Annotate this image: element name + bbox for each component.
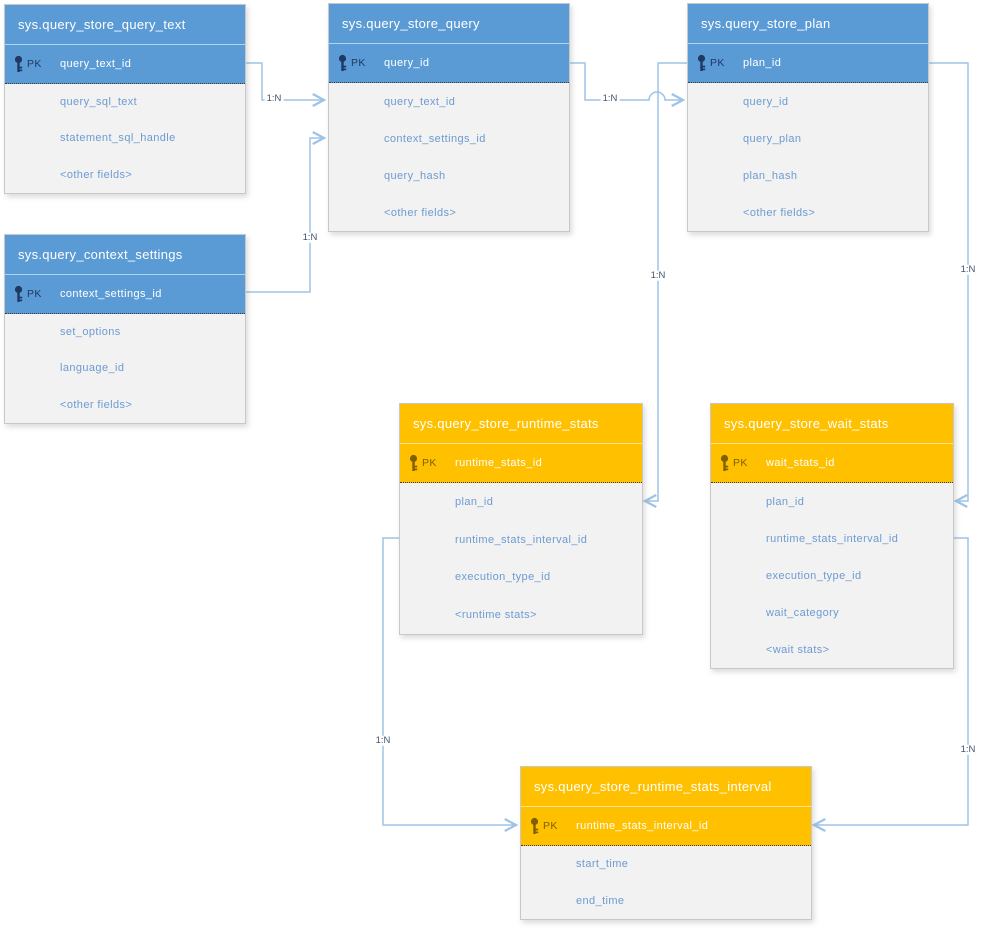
pk-field-name: runtime_stats_interval_id: [576, 820, 709, 832]
field-row: context_settings_id: [384, 132, 486, 145]
field-row: statement_sql_handle: [60, 132, 176, 145]
field-row: plan_id: [455, 495, 494, 508]
connector-context-query: [244, 138, 324, 293]
primary-key-icon: [696, 54, 708, 72]
field-row: plan_id: [766, 495, 805, 508]
field-row: query_text_id: [384, 95, 456, 108]
field-row: language_id: [60, 362, 125, 375]
primary-key-icon: [529, 817, 541, 835]
pk-label: PK: [351, 57, 366, 69]
table-query-store-runtime-stats-interval: sys.query_store_runtime_stats_interval P…: [520, 766, 812, 920]
field-row: runtime_stats_interval_id: [766, 532, 899, 545]
pk-row: PK runtime_stats_interval_id: [521, 806, 811, 846]
table-body: plan_id runtime_stats_interval_id execut…: [400, 483, 642, 634]
field-row: <other fields>: [384, 206, 457, 219]
field-row: runtime_stats_interval_id: [455, 533, 588, 546]
table-body: query_sql_text statement_sql_handle <oth…: [5, 84, 245, 193]
table-query-store-plan: sys.query_store_plan PK plan_id query_id…: [687, 3, 929, 232]
field-row: end_time: [576, 894, 625, 907]
field-row: set_options: [60, 326, 121, 339]
connector-query-plan: [568, 62, 683, 100]
field-row: <other fields>: [743, 206, 816, 219]
table-body: query_text_id context_settings_id query_…: [329, 83, 569, 231]
pk-label: PK: [710, 57, 725, 69]
field-row: wait_category: [766, 606, 840, 619]
field-row: plan_hash: [743, 169, 798, 182]
pk-label: PK: [27, 58, 42, 70]
pk-label: PK: [422, 457, 437, 469]
pk-row: PK wait_stats_id: [711, 443, 953, 483]
table-title: sys.query_store_wait_stats: [711, 404, 953, 443]
pk-label: PK: [733, 457, 748, 469]
field-row: <other fields>: [60, 398, 133, 411]
pk-field-name: query_text_id: [60, 58, 132, 70]
table-title: sys.query_context_settings: [5, 235, 245, 274]
table-query-store-wait-stats: sys.query_store_wait_stats PK wait_stats…: [710, 403, 954, 669]
table-body: query_id query_plan plan_hash <other fie…: [688, 83, 928, 231]
table-query-store-query-text: sys.query_store_query_text PK query_text…: [4, 4, 246, 194]
table-title: sys.query_store_plan: [688, 4, 928, 43]
table-title: sys.query_store_query_text: [5, 5, 245, 44]
field-row: <runtime stats>: [455, 609, 537, 622]
table-title: sys.query_store_runtime_stats: [400, 404, 642, 443]
primary-key-icon: [719, 454, 731, 472]
pk-row: PK query_id: [329, 43, 569, 83]
table-body: start_time end_time: [521, 846, 811, 919]
pk-field-name: context_settings_id: [60, 288, 162, 300]
field-row: execution_type_id: [455, 571, 551, 584]
cardinality-label: 1:N: [264, 92, 284, 105]
pk-field-name: runtime_stats_id: [455, 457, 543, 469]
pk-row: PK plan_id: [688, 43, 928, 83]
pk-field-name: plan_id: [743, 57, 782, 69]
connector-plan-runtimestats: [645, 62, 687, 501]
pk-label: PK: [543, 820, 558, 832]
primary-key-icon: [408, 454, 420, 472]
cardinality-label: 1:N: [373, 734, 393, 747]
connector-querytext-query: [244, 62, 324, 100]
primary-key-icon: [337, 54, 349, 72]
pk-row: PK query_text_id: [5, 44, 245, 84]
cardinality-label: 1:N: [958, 263, 978, 276]
field-row: query_plan: [743, 132, 802, 145]
cardinality-label: 1:N: [958, 743, 978, 756]
field-row: start_time: [576, 858, 629, 871]
pk-row: PK runtime_stats_id: [400, 443, 642, 483]
cardinality-label: 1:N: [648, 269, 668, 282]
cardinality-label: 1:N: [600, 92, 620, 105]
pk-label: PK: [27, 288, 42, 300]
primary-key-icon: [13, 285, 25, 303]
field-row: query_sql_text: [60, 96, 138, 109]
table-title: sys.query_store_query: [329, 4, 569, 43]
field-row: query_id: [743, 95, 789, 108]
table-query-context-settings: sys.query_context_settings PK context_se…: [4, 234, 246, 424]
table-query-store-runtime-stats: sys.query_store_runtime_stats PK runtime…: [399, 403, 643, 635]
primary-key-icon: [13, 55, 25, 73]
table-body: plan_id runtime_stats_interval_id execut…: [711, 483, 953, 668]
field-row: <wait stats>: [766, 643, 830, 656]
pk-row: PK context_settings_id: [5, 274, 245, 314]
table-body: set_options language_id <other fields>: [5, 314, 245, 423]
cardinality-label: 1:N: [300, 231, 320, 244]
table-query-store-query: sys.query_store_query PK query_id query_…: [328, 3, 570, 232]
field-row: execution_type_id: [766, 569, 862, 582]
pk-field-name: query_id: [384, 57, 430, 69]
field-row: <other fields>: [60, 168, 133, 181]
pk-field-name: wait_stats_id: [766, 457, 835, 469]
table-title: sys.query_store_runtime_stats_interval: [521, 767, 811, 806]
field-row: query_hash: [384, 169, 446, 182]
